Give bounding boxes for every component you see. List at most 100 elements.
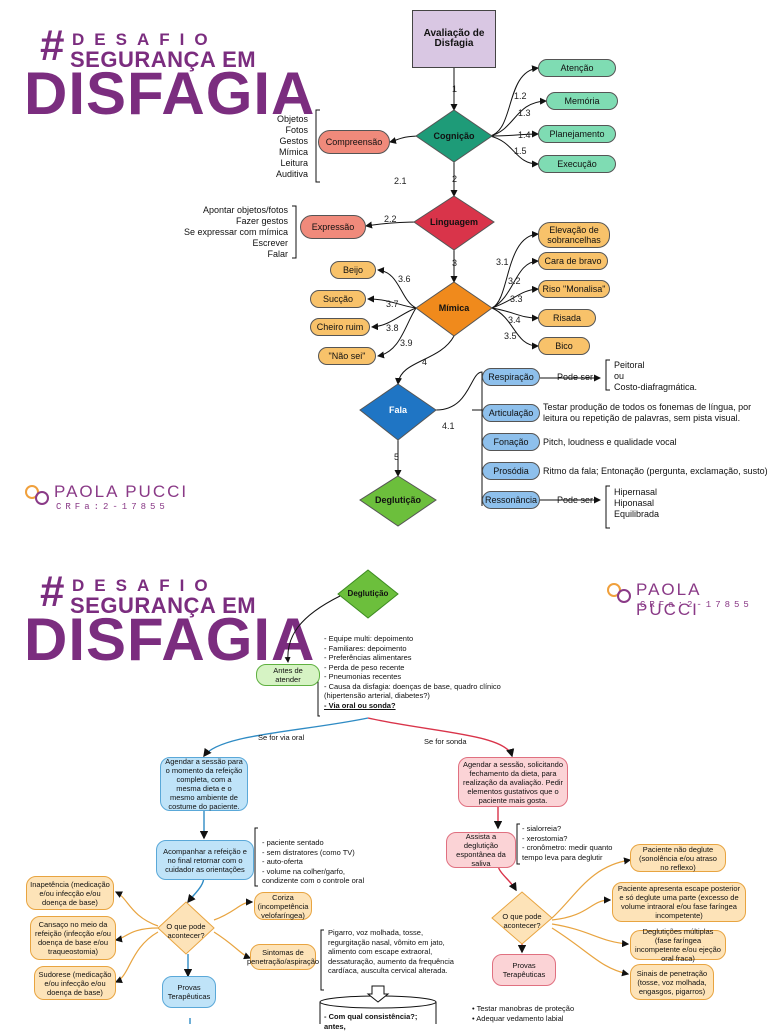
diamond-shapes (359, 109, 495, 527)
box-antes-de-atender: Antes de atender (256, 664, 320, 686)
cylinder-text: - Com qual consistência?; antes, (324, 1012, 418, 1031)
edge-label: 1.5 (514, 146, 527, 156)
label-sonda: Se for sonda (424, 737, 467, 746)
box-inapetencia: Inapetência (medicação e/ou infecção e/o… (26, 876, 114, 910)
box-provas-direita: Provas Terapêuticas (492, 954, 556, 986)
flow-connectors-2 (114, 569, 632, 1024)
antes-list: - Equipe multi: depoimento - Familiares:… (324, 634, 501, 710)
edge-label: 3 (452, 258, 458, 268)
node-nao-sei: "Não sei" (318, 347, 376, 365)
node-risada: Risada (538, 309, 596, 327)
edge-label: 3.2 (508, 276, 521, 286)
edge-label: 1.3 (518, 108, 531, 118)
edge-label: 3.1 (496, 257, 509, 267)
node-compreensao: Compreensão (318, 130, 390, 154)
node-cara-de-bravo: Cara de bravo (538, 252, 608, 270)
box-assista: Assista a deglutição espontânea da saliv… (446, 832, 516, 868)
brand-seguranca: SEGURANÇA EM (70, 47, 257, 72)
box-nao-deglute: Paciente não deglute (sonolência e/ou at… (630, 844, 726, 872)
edge-label: 1.2 (514, 91, 527, 101)
box-degluticoes-multiplas: Deglutições múltiplas (fase faríngea inc… (630, 927, 726, 963)
edge-label: 3.3 (510, 294, 523, 304)
edge-label: 4 (422, 357, 428, 367)
author-logo-icon (607, 583, 631, 603)
label-via-oral: Se for via oral (258, 733, 305, 742)
diamond-fala: Fala (388, 405, 407, 415)
author-crfa: CRFa:2-17855 (56, 502, 169, 512)
expressao-list: Apontar objetos/fotos Fazer gestos Se ex… (183, 205, 288, 259)
edge-label: 4.1 (442, 421, 455, 431)
diamond-degluticao-top: Deglutição (347, 589, 389, 598)
box-coriza: Coriza (incompetência velofaríngea) (254, 892, 312, 920)
prosodia-detail: Ritmo da fala; Entonação (pergunta, excl… (543, 466, 768, 476)
node-fonacao: Fonação (482, 433, 540, 451)
provas-direita-list: • Testar manobras de proteção • Adequar … (472, 1004, 575, 1023)
brand-desafio: DESAFIO (72, 30, 218, 49)
page-1: # DESAFIO SEGURANÇA EM DISFAGIA (24, 10, 768, 529)
node-respiracao: Respiração (482, 368, 540, 386)
sintomas-text: Pigarro, voz molhada, tosse, regurgitaçã… (328, 928, 454, 975)
page-2: # DESAFIO SEGURANÇA EM DISFAGIA PAOLA PU… (0, 556, 768, 1031)
box-sinais-penetracao: Sinais de penetração (tosse, voz molhada… (630, 964, 714, 1000)
edge-label: 3.5 (504, 331, 517, 341)
flow-connectors (292, 65, 610, 529)
diamond-mimica: Mímica (438, 303, 470, 313)
brand-hash: # (40, 21, 65, 70)
node-articulacao: Articulação (482, 404, 540, 422)
articulacao-detail: Testar produção de todos os fonemas de l… (543, 402, 752, 423)
node-beijo: Beijo (330, 261, 376, 279)
edge-label: 2 (452, 174, 458, 184)
brand-seguranca: SEGURANÇA EM (70, 593, 257, 618)
start-box: Avaliação de Disfagia (412, 10, 496, 68)
author-name: PAOLA PUCCI (54, 482, 189, 501)
box-provas-esquerda: Provas Terapêuticas (162, 976, 216, 1008)
diamond-linguagem: Linguagem (429, 217, 478, 227)
node-expressao: Expressão (300, 215, 366, 239)
box-agendar-sonda: Agendar a sessão, solicitando fechamento… (458, 757, 568, 807)
brand-desafio: DESAFIO (72, 576, 218, 595)
assista-list: - sialorreia? - xerostomia? - cronômetro… (522, 824, 613, 862)
node-atencao: Atenção (538, 59, 616, 77)
box-sintomas: Sintomas de penetração/aspiração (247, 944, 319, 970)
brand-disfagia: DISFAGIA (24, 606, 316, 673)
node-memoria: Memória (546, 92, 618, 110)
diamond-cognicao: Cognição (433, 131, 475, 141)
diamond-degluticao: Deglutição (374, 495, 421, 505)
box-cansaco: Cansaço no meio da refeição (infecção e/… (30, 916, 116, 960)
edge-label: 3.4 (508, 315, 521, 325)
compreensao-list: Objetos Fotos Gestos Mímica Leitura Audi… (275, 114, 308, 179)
box-agendar-oral: Agendar a sessão para o momento da refei… (160, 757, 248, 811)
ressonancia-detail: Hipernasal Hiponasal Equilibrada (614, 487, 660, 519)
respiracao-detail: Peitoral ou Costo-diafragmática. (614, 360, 698, 392)
diamond-oque-esquerda: O que pode acontecer? (166, 922, 206, 940)
fonacao-detail: Pitch, loudness e qualidade vocal (543, 437, 677, 447)
node-planejamento: Planejamento (538, 125, 616, 143)
edge-label: 3.8 (386, 323, 399, 333)
box-escape-posterior: Paciente apresenta escape posterior e só… (612, 882, 746, 922)
node-succao: Sucção (310, 290, 366, 308)
ressonancia-pode-ser: Pode ser (557, 495, 594, 505)
author-name: PAOLA PUCCI (636, 580, 701, 619)
respiracao-pode-ser: Pode ser (557, 372, 594, 382)
acompanhar-list: - paciente sentado - sem distratores (co… (262, 838, 365, 885)
author-crfa: CRFa:2-17855 (640, 600, 753, 610)
author-logo-icon (25, 485, 49, 505)
node-bico: Bico (538, 337, 590, 355)
brand-disfagia: DISFAGIA (24, 60, 316, 127)
edge-label: 3.6 (398, 274, 411, 284)
edge-label: 3.7 (386, 299, 399, 309)
node-execucao: Execução (538, 155, 616, 173)
brand-hash: # (40, 567, 65, 616)
cylinder-shape (319, 985, 437, 1024)
edge-label: 1 (452, 84, 458, 94)
diamond-oque-direita: O que pode acontecer? (502, 912, 542, 930)
node-ressonancia: Ressonância (482, 491, 540, 509)
node-riso-monalisa: Riso "Monalisa" (538, 280, 610, 298)
edge-label: 1.4 (518, 130, 531, 140)
edge-label: 2.2 (384, 214, 397, 224)
edge-label: 5 (394, 452, 400, 462)
edge-label: 3.9 (400, 338, 413, 348)
box-acompanhar: Acompanhar a refeição e no final retorna… (156, 840, 254, 880)
node-elevacao-sobrancelhas: Elevação de sobrancelhas (538, 222, 610, 248)
node-prosodia: Prosódia (482, 462, 540, 480)
